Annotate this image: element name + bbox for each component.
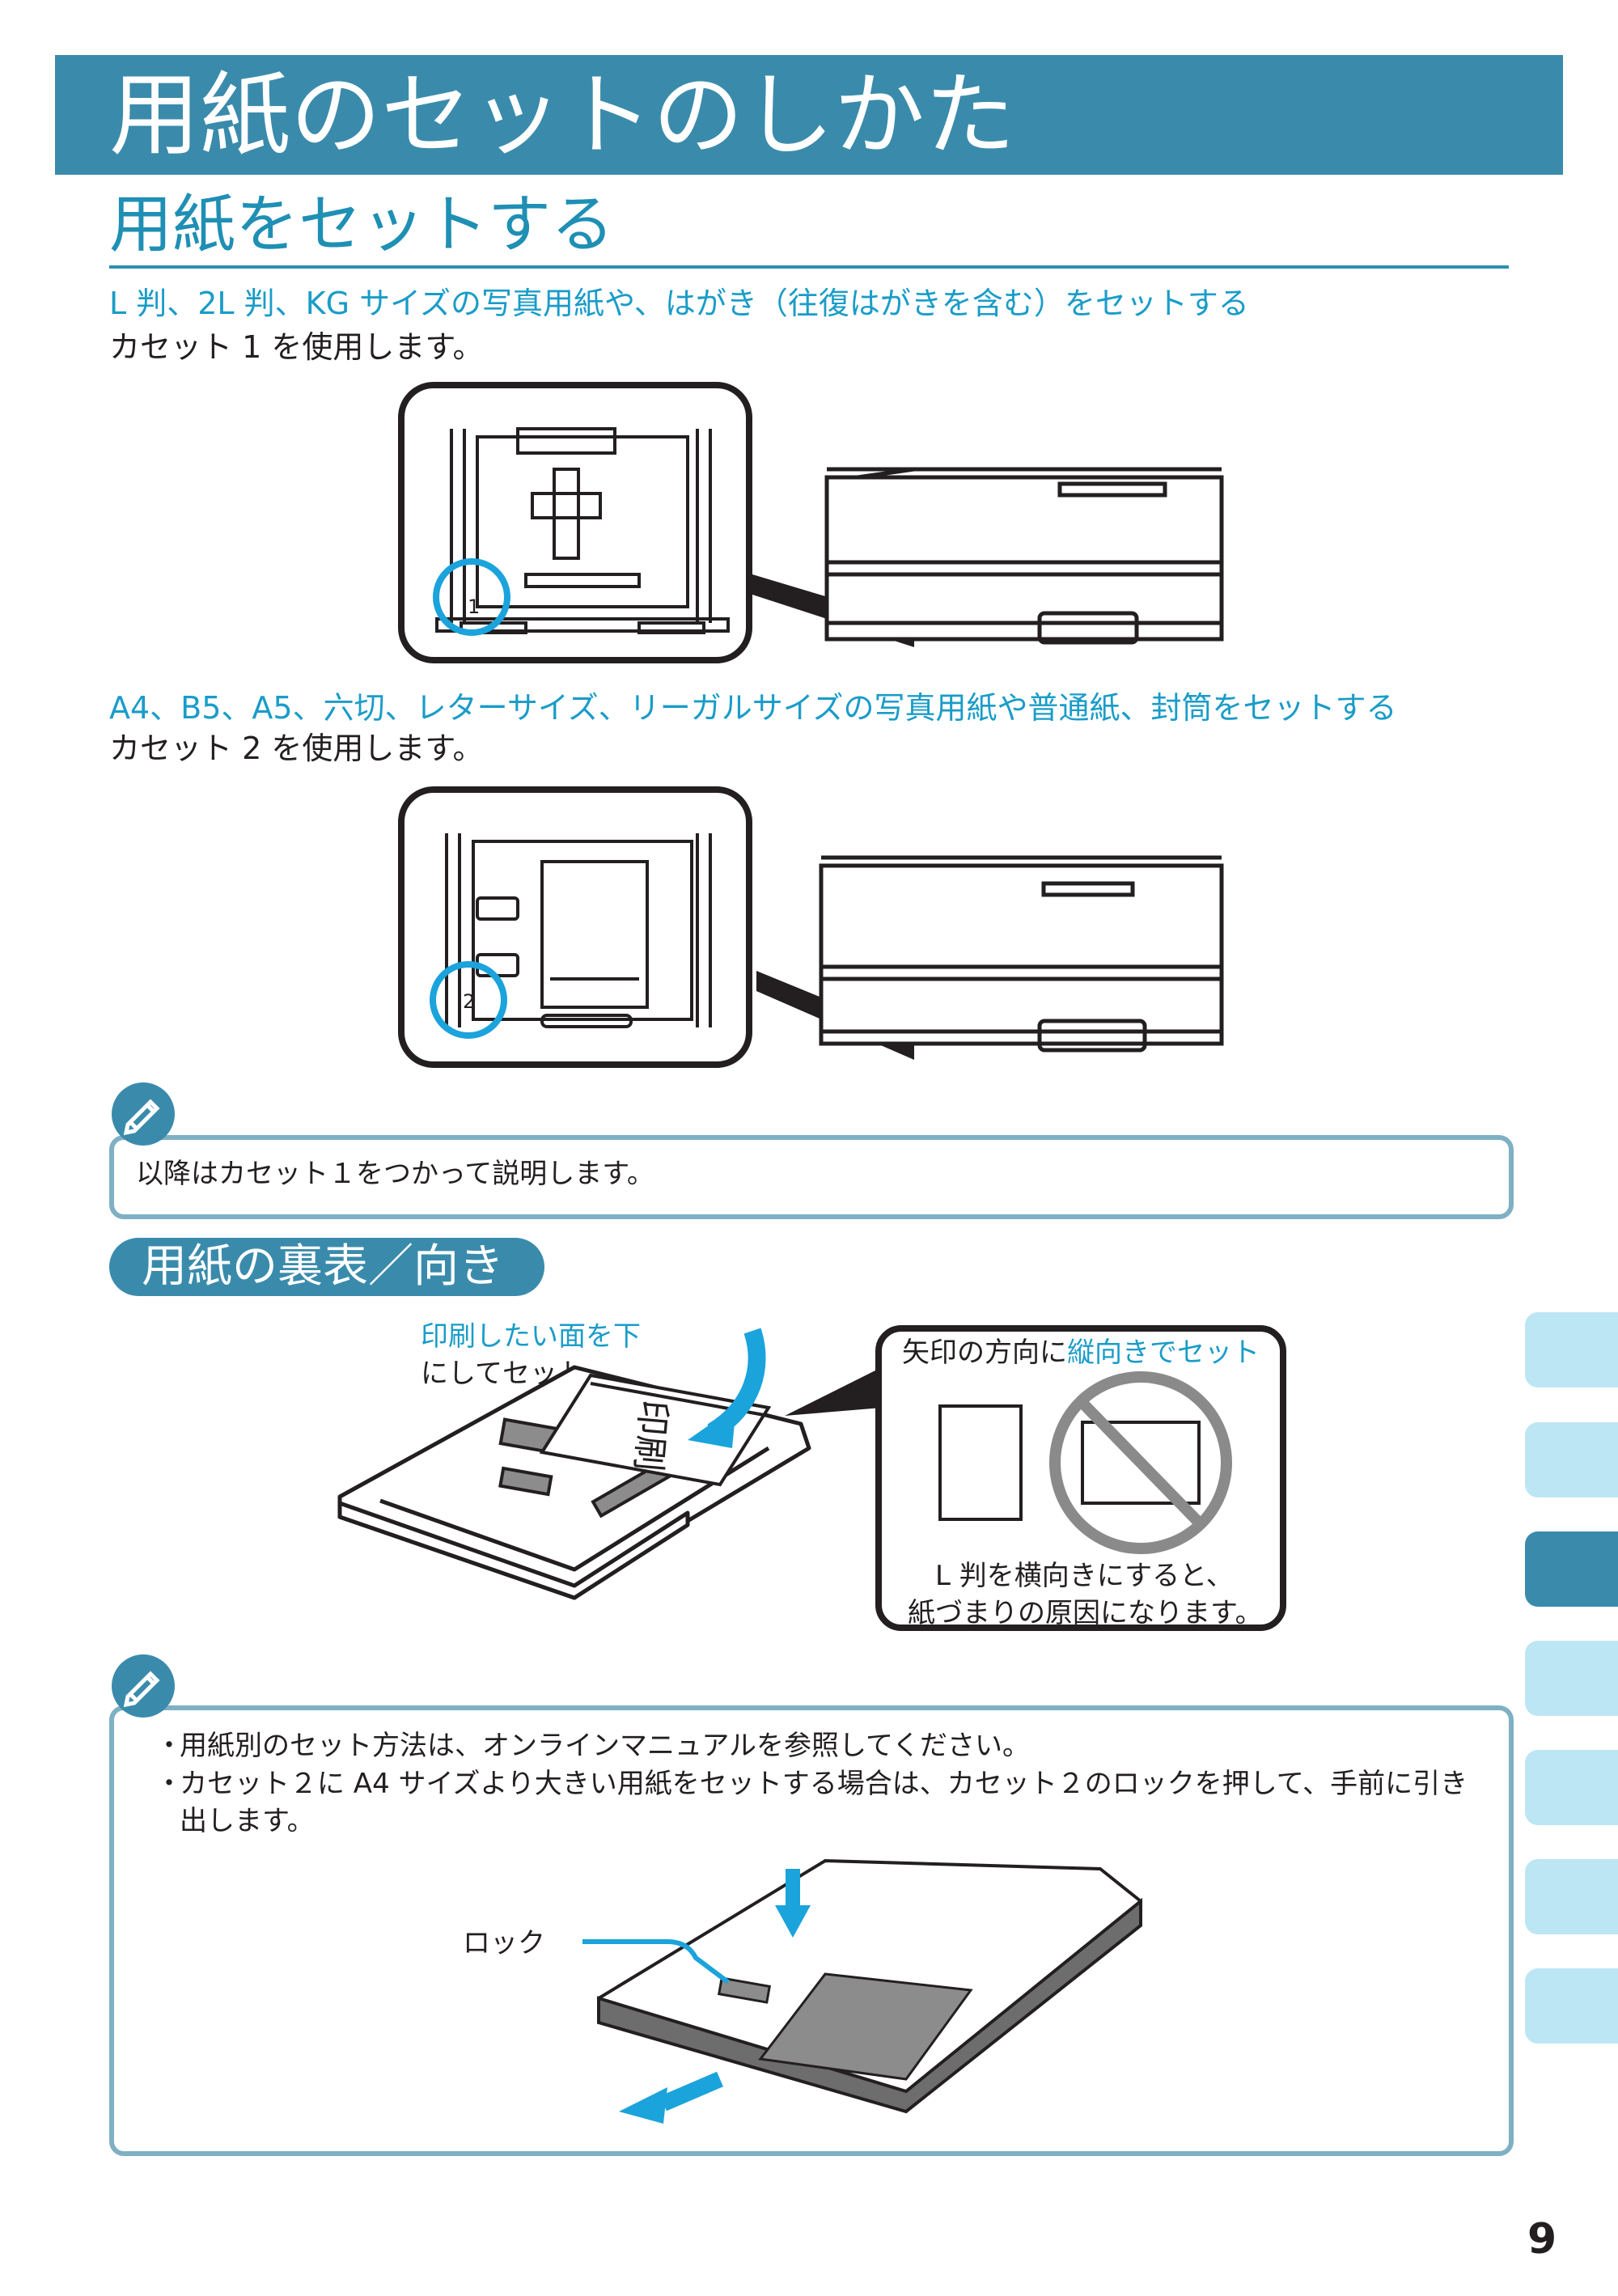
cassette2-illustration bbox=[398, 786, 1224, 1068]
side-tab-2[interactable] bbox=[1525, 1422, 1618, 1497]
side-tab-6[interactable] bbox=[1525, 1859, 1618, 1934]
callout-heading: 矢印の方向に縦向きでセット bbox=[902, 1335, 1260, 1370]
warning-line-2: 紙づまりの原因になります。 bbox=[908, 1597, 1263, 1629]
note-icon-2 bbox=[112, 1654, 175, 1718]
page-number: 9 bbox=[1527, 2215, 1557, 2264]
side-tab-3-active[interactable] bbox=[1525, 1531, 1618, 1607]
callout-prefix: 矢印の方向に bbox=[902, 1337, 1067, 1369]
cassette1-illustration bbox=[398, 382, 1224, 663]
cassette1-heading: L 判、2L 判、KG サイズの写真用紙や、はがき（往復はがきを含む）をセットす… bbox=[109, 286, 1249, 321]
side-tab-4[interactable] bbox=[1525, 1641, 1618, 1716]
note2-bullet1: 用紙別のセット方法は、オンラインマニュアルを参照してください。 bbox=[180, 1730, 1030, 1762]
side-tab-5[interactable] bbox=[1525, 1750, 1618, 1825]
cassette2-heading: A4、B5、A5、六切、レターサイズ、リーガルサイズの写真用紙や普通紙、封筒をセ… bbox=[109, 690, 1397, 726]
cassette1-badge: 1 bbox=[468, 595, 481, 618]
cassette2-text: カセット 2 を使用します。 bbox=[109, 731, 484, 766]
note2-bullet2-line1: カセット２に A4 サイズより大きい用紙をセットする場合は、カセット２のロックを… bbox=[180, 1768, 1468, 1800]
orientation-heading: 用紙の裏表／向き bbox=[142, 1240, 504, 1293]
bullet-dot-2: ・ bbox=[155, 1768, 183, 1800]
section-rule bbox=[109, 265, 1509, 269]
cassette1-text: カセット 1 を使用します。 bbox=[109, 329, 484, 365]
page-title: 用紙のセットのしかた bbox=[109, 63, 1015, 168]
print-side-label-1: 印刷したい面を下 bbox=[421, 1320, 641, 1353]
orientation-callout bbox=[785, 1325, 1286, 1631]
note1-text: 以降はカセット１をつかって説明します。 bbox=[136, 1158, 654, 1190]
title-bar bbox=[55, 55, 1563, 175]
warning-line-1: L 判を横向きにすると、 bbox=[935, 1560, 1234, 1592]
note-box-1 bbox=[109, 1135, 1514, 1219]
section-title: 用紙をセットする bbox=[109, 189, 615, 261]
cassette2-lock-illustration bbox=[582, 1859, 1142, 2124]
side-tab-7[interactable] bbox=[1525, 1968, 1618, 2044]
side-tab-1[interactable] bbox=[1525, 1312, 1618, 1387]
note2-bullet2-line2: 出します。 bbox=[180, 1805, 315, 1837]
bullet-dot-1: ・ bbox=[155, 1730, 183, 1762]
cassette2-badge: 2 bbox=[463, 990, 476, 1013]
cassette-tray-illustration: 印刷 bbox=[337, 1328, 811, 1600]
note-icon bbox=[112, 1082, 175, 1146]
paper-mark: 印刷 bbox=[627, 1398, 674, 1472]
orientation-pill bbox=[109, 1238, 544, 1296]
lock-label: ロック bbox=[463, 1927, 545, 1959]
callout-highlight: 縦向きでセット bbox=[1067, 1337, 1260, 1369]
